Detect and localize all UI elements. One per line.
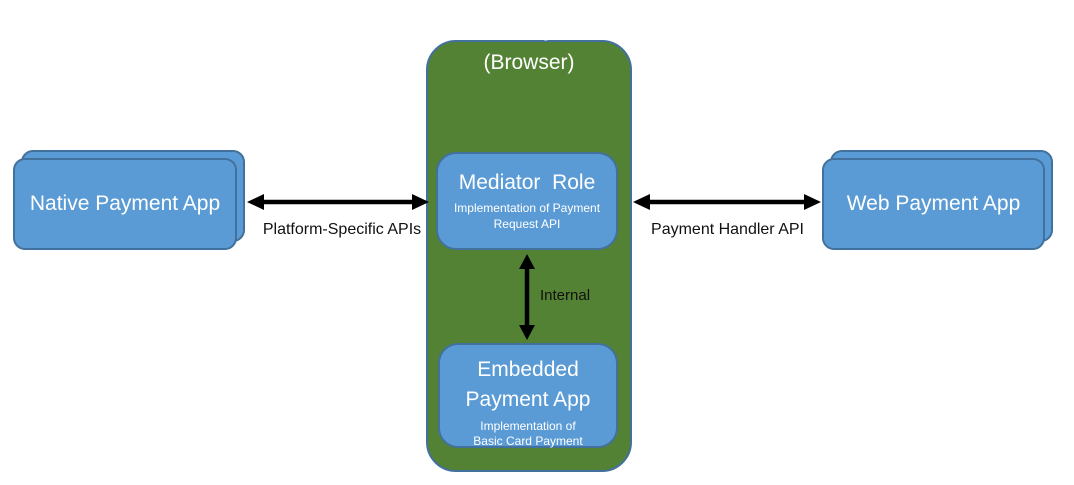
web-payment-app-label: Web Payment App <box>846 191 1021 215</box>
embedded-payment-app-box: Embedded Payment App Implementation of B… <box>438 343 618 448</box>
native-payment-app-box: Native Payment App <box>13 158 237 250</box>
embedded-subtitle-line1: Implementation of <box>480 418 576 433</box>
payment-handler-arrow <box>633 194 821 210</box>
user-agent-label: User Agent (Browser) <box>477 18 581 74</box>
mediator-role-subtitle: Implementation of Payment Request API <box>453 201 601 231</box>
web-payment-app-box: Web Payment App <box>822 158 1045 250</box>
platform-apis-label: Platform-Specific APIs <box>262 221 422 238</box>
internal-label: Internal <box>540 287 591 304</box>
payment-handler-label: Payment Handler API <box>651 221 804 238</box>
embedded-payment-app-subtitle: Implementation of Basic Card Payment <box>440 419 616 449</box>
mediator-role-box: Mediator Role Implementation of Payment … <box>436 152 618 250</box>
internal-arrow <box>519 254 535 340</box>
mediator-role-label: Mediator Role <box>458 171 596 194</box>
embedded-subtitle-line2: Basic Card Payment <box>473 433 583 448</box>
native-payment-app-label: Native Payment App <box>29 191 221 215</box>
embedded-payment-app-label: Embedded Payment App <box>465 358 591 412</box>
platform-apis-arrow <box>247 194 429 210</box>
